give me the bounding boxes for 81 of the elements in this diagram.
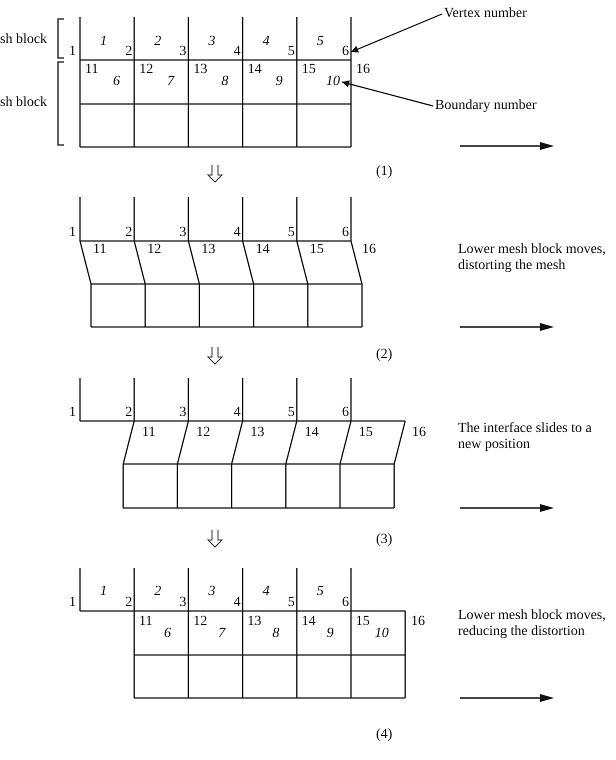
vertex-number: 6 (342, 406, 349, 420)
vertex-number: 5 (288, 45, 295, 59)
vertex-number: 11 (139, 615, 152, 629)
vertex-number: 12 (196, 426, 210, 440)
vertex-number: 13 (193, 63, 208, 77)
vertex-number: 6 (342, 45, 349, 59)
vertex-number: 15 (358, 426, 373, 440)
vertex-number: 3 (179, 596, 186, 610)
vertex-number: 16 (356, 63, 370, 77)
cell-number: 5 (316, 35, 324, 49)
vertex-number: 6 (342, 596, 349, 610)
vertex-number: 3 (179, 406, 186, 420)
cell-number: 10 (326, 75, 340, 89)
vertex-number: 4 (234, 45, 241, 59)
vertex-number: 13 (247, 615, 262, 629)
cell-number: 1 (100, 35, 107, 49)
vertex-number: 12 (193, 615, 208, 629)
cell-number: 10 (374, 627, 389, 641)
vertex-number: 15 (310, 243, 324, 257)
leader-line (342, 80, 434, 107)
vertex-number: 3 (179, 45, 186, 59)
cell-number: 4 (262, 35, 270, 49)
vertex-number: 4 (234, 596, 241, 610)
step-label: (4) (376, 728, 392, 742)
vertex-number: 16 (412, 426, 426, 440)
vertex-number: 16 (362, 243, 376, 257)
step-description: The interface slides to a new position (458, 421, 593, 453)
cell-number: 1 (100, 585, 107, 599)
cell-number: 4 (262, 585, 270, 599)
block-label: sh block (0, 96, 48, 110)
vertex-number: 5 (288, 226, 295, 240)
step-label: (1) (376, 165, 392, 179)
vertex-number: 14 (256, 243, 270, 257)
cell-number: 9 (326, 627, 334, 641)
vertex-number: 12 (139, 63, 154, 77)
cell-number: 8 (272, 627, 280, 641)
vertex-number: 11 (85, 63, 98, 77)
cell-number: 7 (218, 627, 226, 641)
vertex-number: 14 (302, 615, 316, 629)
cell-number: 7 (167, 75, 174, 89)
vertex-number: 15 (302, 63, 316, 77)
vertex-number: 1 (69, 45, 76, 59)
vertex-number: 5 (288, 596, 295, 610)
cell-number: 3 (208, 585, 216, 599)
cell-number: 3 (208, 35, 216, 49)
vertex-number: 1 (69, 596, 76, 610)
cell-number: 5 (316, 585, 324, 599)
cell-number: 6 (113, 75, 120, 89)
vertex-number: 5 (288, 406, 295, 420)
vertex-number: 1 (69, 226, 76, 240)
callout-label: Vertex number (444, 7, 527, 21)
vertex-number: 11 (93, 243, 106, 257)
vertex-number: 15 (356, 615, 370, 629)
cell-number: 2 (154, 35, 162, 49)
step-label: (2) (376, 348, 392, 362)
step-label: (3) (376, 533, 392, 547)
cell-number: 9 (276, 75, 283, 89)
vertex-number: 6 (342, 226, 349, 240)
cell-number: 2 (154, 585, 162, 599)
vertex-number: 12 (147, 243, 162, 257)
vertex-number: 14 (248, 63, 262, 77)
vertex-number: 3 (179, 226, 186, 240)
vertex-number: 13 (250, 426, 264, 440)
leader-line (350, 13, 442, 53)
vertex-number: 4 (234, 406, 241, 420)
vertex-number: 1 (69, 406, 76, 420)
vertex-number: 14 (304, 426, 319, 440)
vertex-number: 11 (142, 426, 156, 440)
vertex-number: 16 (411, 615, 425, 629)
step-description: Lower mesh block moves, reducing the distortion (458, 608, 607, 640)
cell-number: 8 (221, 75, 228, 89)
block-label: sh block (0, 33, 48, 47)
callout-label: Boundary number (435, 99, 536, 113)
vertex-number: 2 (125, 45, 132, 59)
step-description: Lower mesh block moves, distorting the mesh (458, 242, 607, 274)
vertex-number: 4 (234, 226, 241, 240)
cell-number: 6 (164, 627, 171, 641)
vertex-number: 2 (125, 406, 132, 420)
vertex-number: 13 (201, 243, 216, 257)
vertex-number: 2 (125, 596, 132, 610)
vertex-number: 2 (125, 226, 132, 240)
